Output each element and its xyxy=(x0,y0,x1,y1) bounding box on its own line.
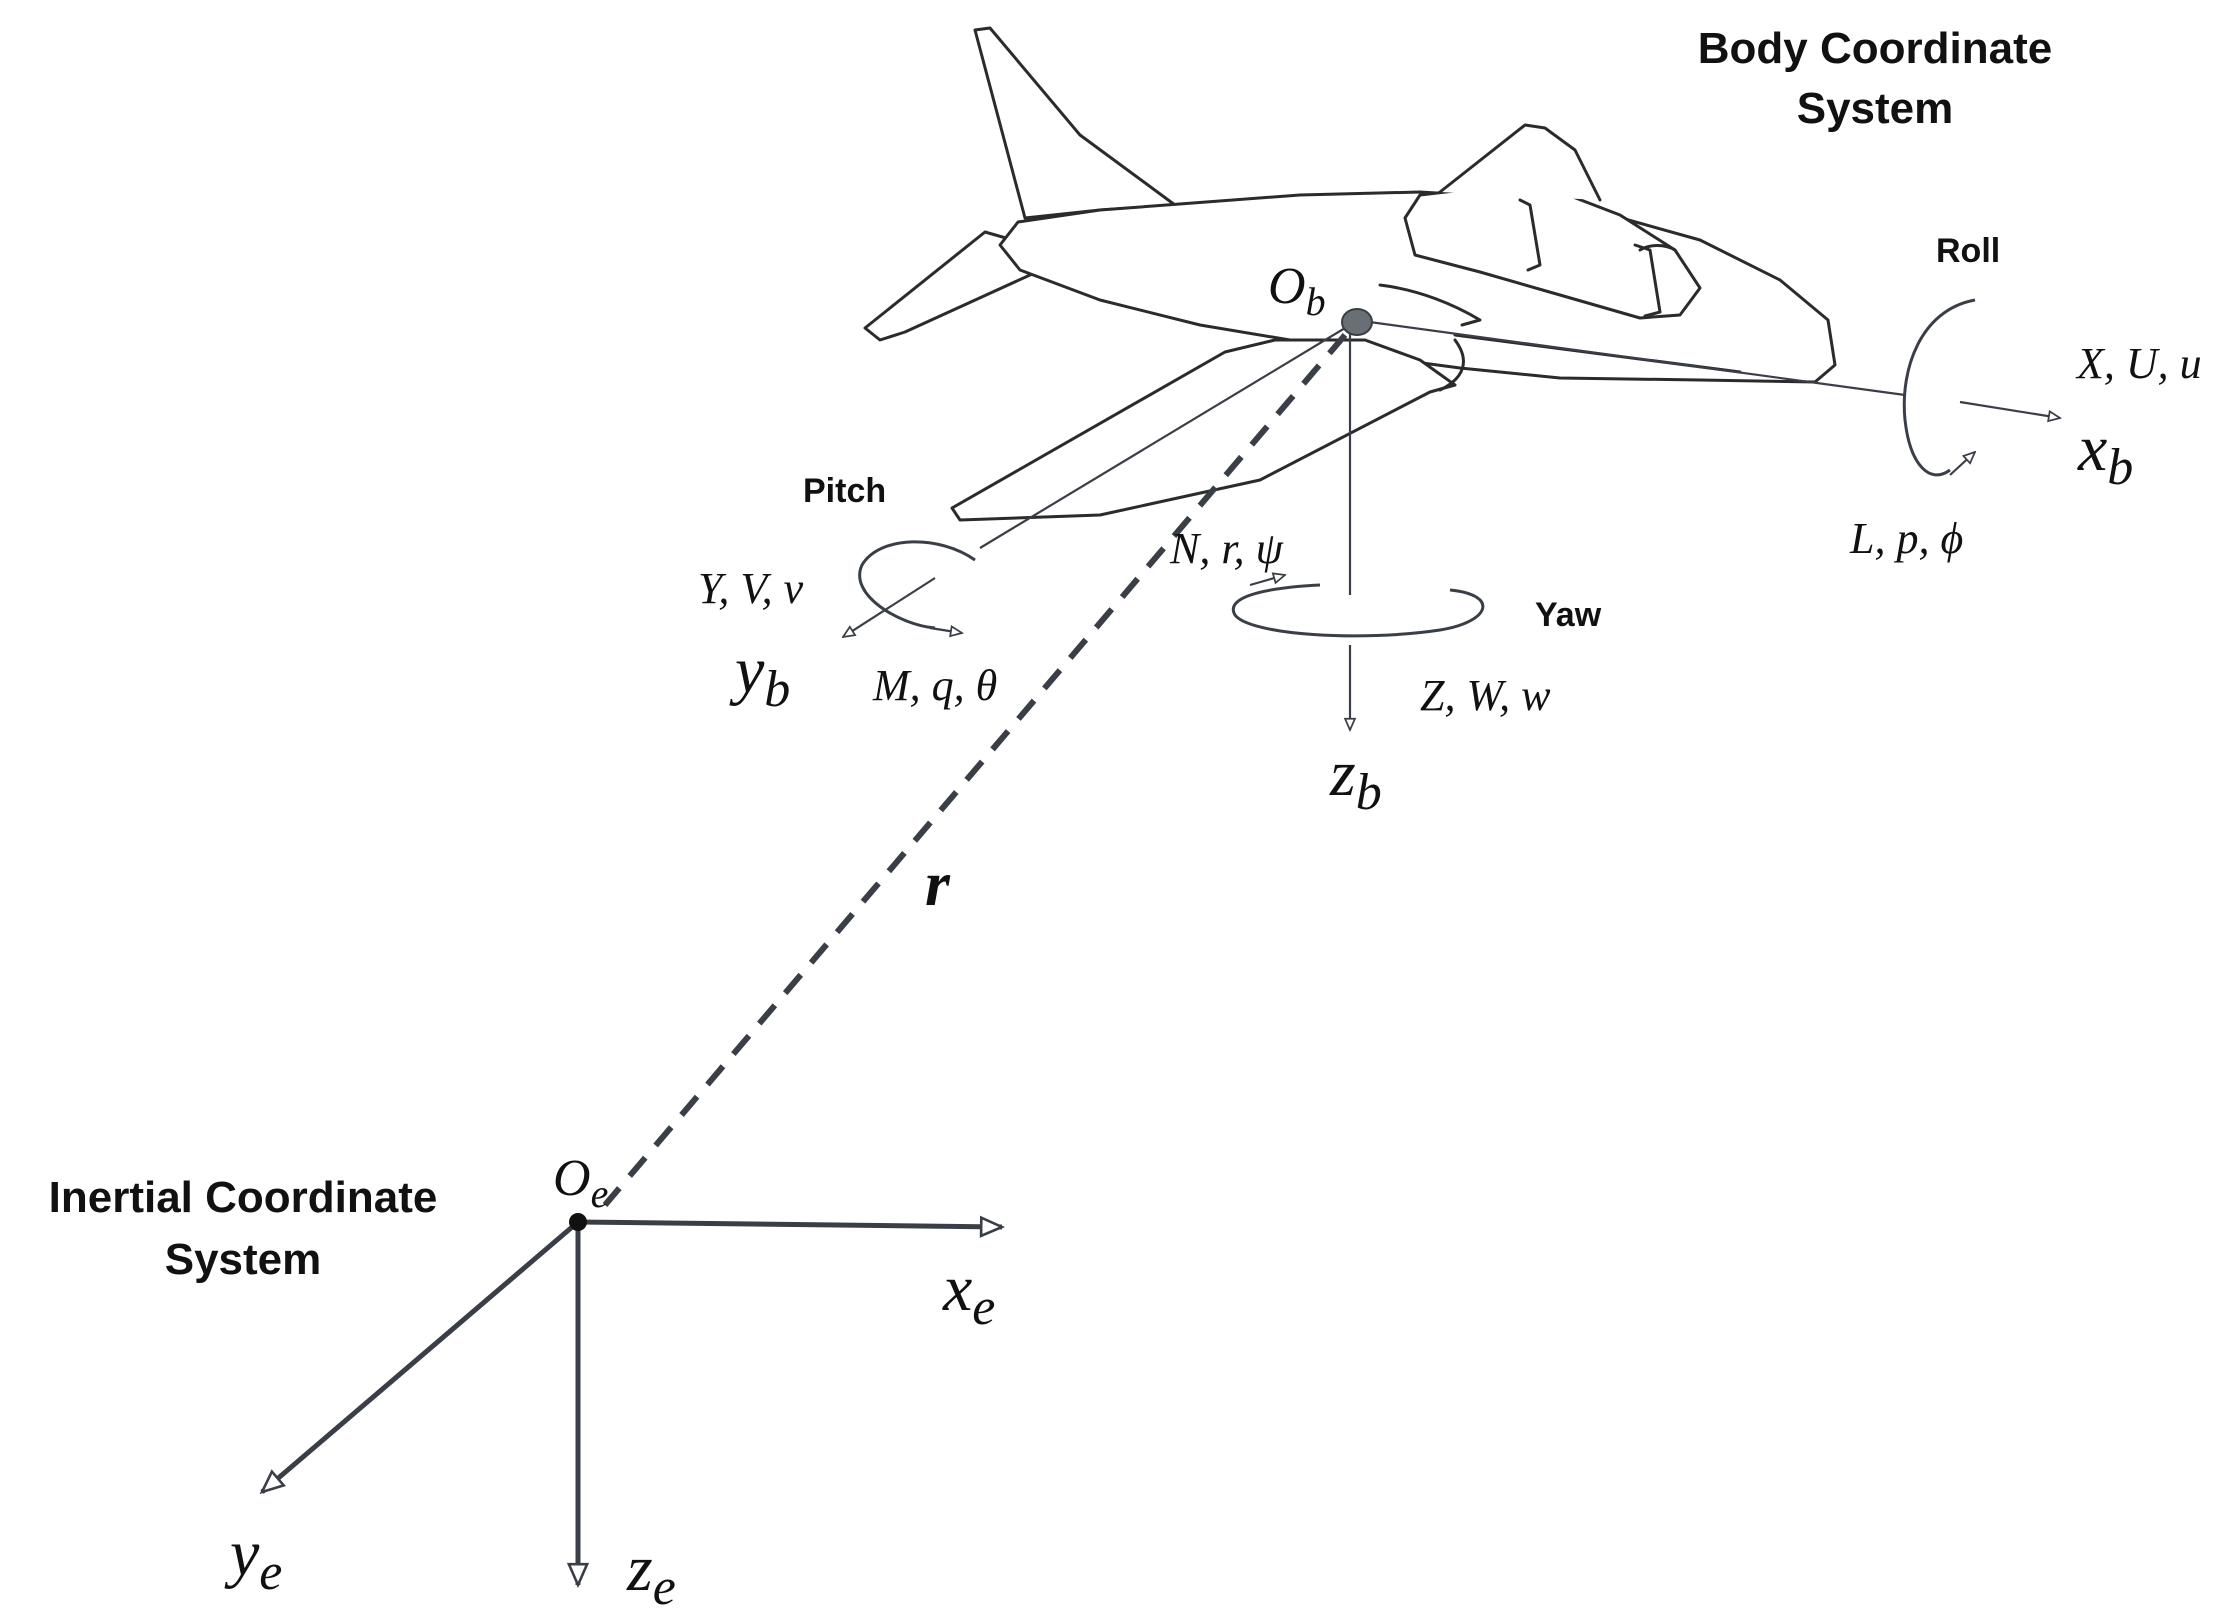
pitch-label: Pitch xyxy=(803,472,886,510)
inertial-origin-label: Oe xyxy=(553,1150,608,1216)
body-y-axis-label: yb xyxy=(729,634,790,718)
body-y-moment-label: M, q, θ xyxy=(872,661,997,710)
inertial-system-title-line1: Inertial Coordinate xyxy=(49,1173,438,1222)
inertial-x-axis xyxy=(577,1222,1002,1227)
inertial-x-axis-label: xe xyxy=(942,1252,995,1336)
body-x-axis-line xyxy=(1354,318,1906,397)
inertial-system-title-line2: System xyxy=(165,1235,322,1284)
body-y-axis-arrow xyxy=(843,577,936,637)
roll-rotation-arrow xyxy=(1902,298,1976,477)
body-system-title-line2: System xyxy=(1797,84,1954,133)
inertial-axes xyxy=(262,1213,1002,1585)
roll-label: Roll xyxy=(1936,232,2000,270)
body-origin-label: Ob xyxy=(1268,258,1326,324)
main-wing xyxy=(950,338,1457,522)
body-origin-marker xyxy=(1341,308,1373,336)
body-z-axis-label: zb xyxy=(1329,737,1382,821)
inertial-y-axis xyxy=(262,1220,580,1492)
body-x-moment-label: L, p, ϕ xyxy=(1849,514,1963,563)
inertial-z-axis-label: ze xyxy=(626,1532,676,1616)
body-z-moment-label: N, r, ψ xyxy=(1169,524,1284,573)
body-z-force-velocity-label: Z, W, w xyxy=(1420,671,1551,720)
body-x-force-velocity-label: X, U, u xyxy=(2075,339,2202,388)
inertial-y-axis-label: ye xyxy=(224,1517,282,1601)
body-system-title-line1: Body Coordinate xyxy=(1698,24,2052,73)
body-y-force-velocity-label: Y, V, v xyxy=(698,564,804,613)
body-y-axis-line xyxy=(979,321,1356,549)
position-vector-label: r xyxy=(925,848,951,919)
body-axes xyxy=(843,298,2060,730)
inertial-origin-marker xyxy=(569,1213,587,1231)
yaw-label: Yaw xyxy=(1535,596,1602,634)
position-vector-line xyxy=(602,333,1348,1207)
aircraft-illustration xyxy=(863,26,1837,522)
yaw-rotation-arrow xyxy=(1231,583,1485,638)
pitch-rotation-arrow xyxy=(858,540,976,630)
body-x-axis-label: xb xyxy=(2077,412,2133,496)
body-x-axis-arrow xyxy=(1959,400,2060,418)
vertical-tail-fin xyxy=(973,26,1177,220)
